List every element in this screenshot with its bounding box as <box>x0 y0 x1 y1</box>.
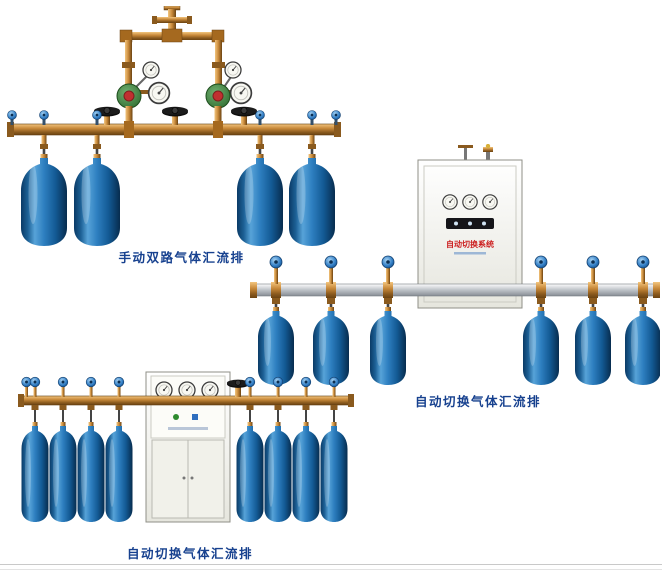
product-caption: 自动切换气体汇流排 <box>126 546 253 561</box>
top-inlet-assembly <box>119 6 225 78</box>
blue-valve-cap <box>324 255 338 269</box>
cylinder-station <box>292 376 320 522</box>
cylinder-station <box>575 255 611 385</box>
blue-valve-cap <box>7 110 17 125</box>
regulator-knob <box>123 90 135 102</box>
cabinet-door <box>151 439 189 519</box>
gas-cylinder <box>292 422 320 522</box>
blue-valve-cap <box>307 110 317 125</box>
gas-cylinder <box>21 422 49 522</box>
indicator-light <box>192 414 198 420</box>
blue-valve-cap <box>85 376 97 388</box>
blue-valve-cap <box>636 255 650 269</box>
gas-cylinder <box>49 422 77 522</box>
blue-valve-cap <box>21 376 32 397</box>
left-pressure-regulator <box>116 61 171 126</box>
gas-cylinder <box>74 154 120 246</box>
gas-cylinder <box>105 422 133 522</box>
cylinder-station <box>77 376 105 522</box>
blue-valve-cap <box>272 376 284 388</box>
valve-wheel-icon <box>161 106 189 117</box>
manifold-pipe <box>18 394 354 407</box>
blue-valve-cap <box>244 376 256 388</box>
control-cabinet <box>145 371 231 523</box>
pressure-gauge <box>147 81 171 105</box>
auto-switch-manifold-illustration: 自动切换系统 <box>250 144 660 385</box>
pressure-gauge <box>462 194 478 210</box>
blue-valve-cap <box>586 255 600 269</box>
blue-valve-cap <box>534 255 548 269</box>
blue-valve-cap <box>300 376 312 388</box>
gas-cylinder <box>575 307 611 385</box>
cylinder-station <box>523 255 559 385</box>
cylinder-station <box>264 376 292 522</box>
cabinet-body <box>417 159 523 309</box>
gas-cylinder <box>523 307 559 385</box>
pressure-gauge <box>442 194 458 210</box>
blue-valve-cap <box>29 376 41 388</box>
valve-wheel-icon <box>230 106 258 117</box>
page-divider <box>0 569 662 570</box>
pressure-gauge <box>178 381 196 399</box>
manifold-pipe <box>250 282 660 298</box>
product-caption: 手动双路气体汇流排 <box>118 250 245 265</box>
pressure-gauge <box>224 61 242 79</box>
blue-valve-cap <box>113 376 125 388</box>
manual-dual-manifold-illustration <box>7 6 341 246</box>
product-auto-switch-manifold-1: 自动切换系统 <box>250 144 660 410</box>
cylinder-connector <box>40 135 316 156</box>
product-auto-switch-manifold-2: 自动切换气体汇流排 <box>16 370 356 562</box>
blue-valve-cap <box>381 255 395 269</box>
cabinet-door <box>187 439 225 519</box>
blue-valve-cap <box>328 376 340 388</box>
handwheel-valve <box>230 106 258 125</box>
gas-cylinder <box>370 307 406 385</box>
product-manual-dual-manifold: 手动双路气体汇流排 <box>2 6 347 266</box>
indicator-light <box>173 414 179 420</box>
gas-cylinder <box>21 154 67 246</box>
cylinder-station <box>236 376 264 522</box>
relief-valve-icon <box>485 144 491 149</box>
handwheel-valve <box>161 106 189 125</box>
blue-valve-cap <box>57 376 69 388</box>
product-caption: 自动切换气体汇流排 <box>414 394 541 409</box>
pressure-gauge <box>201 381 219 399</box>
cylinder-station <box>21 376 49 522</box>
cylinder-station <box>105 376 133 522</box>
right-pressure-regulator <box>205 61 253 126</box>
blue-valve-cap <box>255 110 265 125</box>
pressure-gauge <box>155 381 173 399</box>
gas-cylinder <box>264 422 292 522</box>
blue-valve-cap <box>92 110 102 125</box>
blue-valve-cap <box>269 255 283 269</box>
blue-valve-cap <box>331 110 341 125</box>
cylinder-station <box>320 376 348 522</box>
handwheel-valve <box>93 106 121 125</box>
pressure-gauge <box>142 61 160 79</box>
pressure-gauge <box>229 81 253 105</box>
cabinet-label: 自动切换系统 <box>446 239 494 249</box>
page-divider <box>0 564 662 565</box>
pressure-gauge <box>482 194 498 210</box>
blue-valve-cap <box>39 110 49 125</box>
cylinder-station <box>625 255 660 385</box>
cylinder-station <box>313 255 349 385</box>
cylinder-station <box>49 376 77 522</box>
cylinder-station <box>370 255 406 385</box>
auto-switch-manifold-illustration <box>18 371 354 523</box>
cylinder-station <box>258 255 294 385</box>
gas-cylinder <box>77 422 105 522</box>
handwheel-valve <box>226 379 250 397</box>
gas-cylinder <box>625 307 660 385</box>
control-cabinet: 自动切换系统 <box>417 144 523 309</box>
gas-cylinder <box>236 422 264 522</box>
regulator-knob <box>212 90 224 102</box>
gas-cylinder <box>320 422 348 522</box>
